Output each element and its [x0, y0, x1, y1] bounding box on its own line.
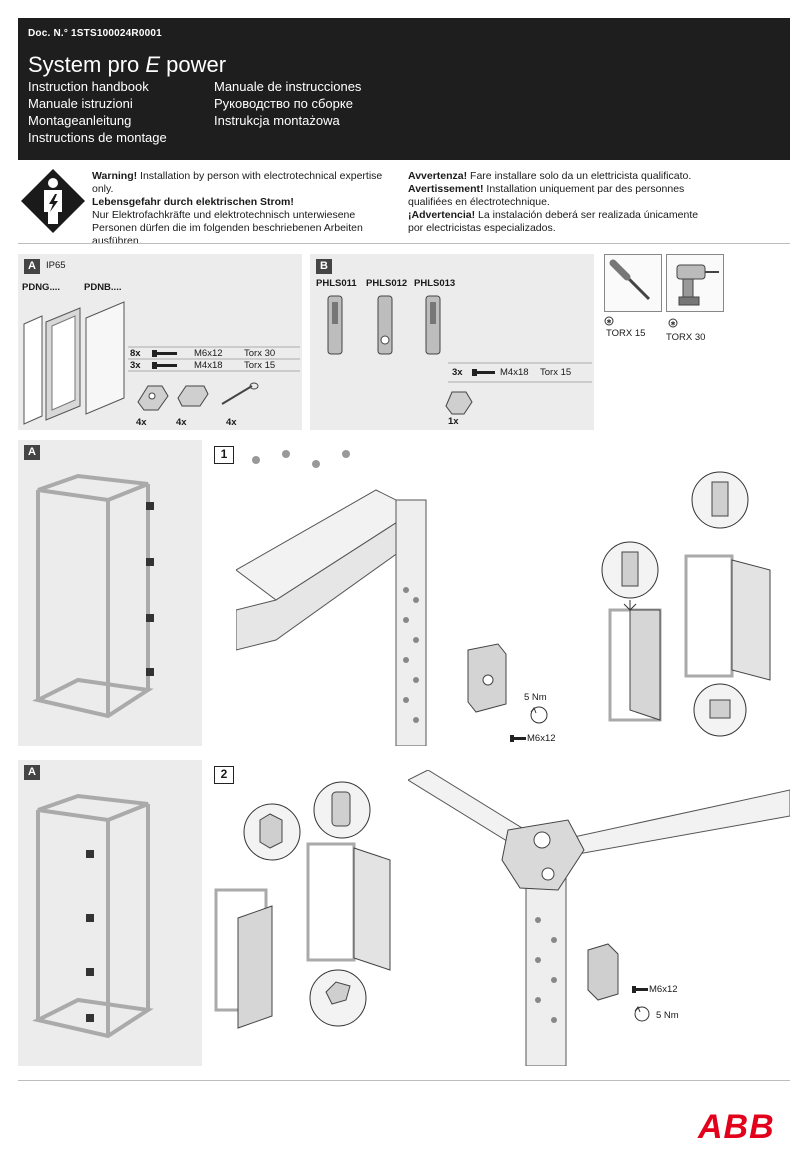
document-number: Doc. N.° 1STS100024R0001 — [28, 28, 162, 39]
hinge-parts-icon — [132, 374, 262, 414]
footer-divider — [18, 1080, 790, 1081]
tool-size-torx15: Torx 15 — [540, 367, 572, 378]
frame-corner-closeup — [408, 770, 790, 1066]
cordless-drill-icon — [676, 264, 719, 306]
kit-panel-b: B PHLS011 PHLS012 PHLS013 3x M4x18 Torx … — [310, 254, 594, 430]
screw-icon — [510, 735, 526, 742]
enclosure-frame-illustration — [28, 780, 188, 1050]
screw-size-label: M6x12 — [527, 733, 556, 744]
handle-label-3: PHLS013 — [414, 278, 456, 289]
part-qty: 4x — [226, 417, 237, 428]
warning-text-left: Warning! Installation by person with ele… — [92, 170, 383, 247]
step-number: 2 — [214, 766, 234, 784]
screw-icon — [152, 362, 178, 369]
svg-text:✱: ✱ — [606, 319, 611, 326]
torque-rotation-icon — [632, 1004, 652, 1024]
svg-text:✱: ✱ — [670, 321, 675, 328]
door-label-glass: PDNG.... — [22, 282, 61, 293]
latch-part-icon — [440, 386, 480, 416]
panel-a-tag: A — [24, 259, 40, 274]
abb-logo: ABB — [698, 1108, 775, 1146]
screw-size-m6: M6x12 — [194, 348, 223, 359]
drill-tool-box — [666, 254, 724, 312]
screw-qty-m4: 3x — [130, 360, 141, 371]
screw-icon — [472, 369, 496, 376]
step1-side-panel: A — [18, 440, 202, 746]
ip-rating: IP65 — [46, 260, 66, 271]
kit-panel-a: A IP65 PDNG.... PDNB.... 8x M6x12 Torx 3… — [18, 254, 302, 430]
part-qty: 1x — [448, 416, 459, 427]
part-qty: 4x — [176, 417, 187, 428]
screw-icon — [632, 986, 648, 993]
screw-size-m4: M4x18 — [194, 360, 223, 371]
language-list-right: Manuale de instrucciones Руководство по … — [214, 79, 362, 128]
hinge-bracket-illustration — [458, 640, 518, 720]
hinge-mount-sequence — [590, 460, 790, 750]
screwdriver-tool-box — [604, 254, 662, 312]
header-banner: Doc. N.° 1STS100024R0001 System pro E po… — [18, 18, 790, 160]
enclosure-frame-illustration — [28, 460, 188, 730]
screw-size-m4: M4x18 — [500, 367, 529, 378]
step-number: 1 — [214, 446, 234, 464]
door-label-blind: PDNB.... — [84, 282, 122, 293]
step2-side-panel: A — [18, 760, 202, 1066]
tool-size-torx30: Torx 30 — [244, 348, 276, 359]
screw-icon — [152, 350, 178, 357]
warning-text-right: Avvertenza! Fare installare solo da un e… — [408, 170, 699, 234]
screw-qty-m6: 8x — [130, 348, 141, 359]
frame-corner-closeup — [236, 440, 450, 746]
panel-b-tag: B — [316, 259, 332, 274]
torque-value: 5 Nm — [524, 692, 547, 703]
divider — [18, 243, 790, 244]
screw-qty-m4: 3x — [452, 367, 463, 378]
part-qty: 4x — [136, 417, 147, 428]
torx-icon: ✱ — [668, 318, 678, 328]
tool-size-torx15: Torx 15 — [244, 360, 276, 371]
latch-mount-sequence — [214, 770, 404, 1050]
electrician-warning-icon — [20, 168, 86, 234]
torx-icon: ✱ — [604, 316, 614, 326]
screw-size-label: M6x12 — [649, 984, 678, 995]
screw-table-a: 8x M6x12 Torx 30 3x M4x18 Torx 15 — [128, 346, 300, 372]
torque-rotation-icon — [528, 704, 550, 726]
tool-label-torx30: TORX 30 — [666, 332, 706, 343]
door-illustrations — [20, 294, 132, 426]
handle-illustrations — [324, 292, 454, 358]
torque-value: 5 Nm — [656, 1010, 679, 1021]
side-panel-tag: A — [24, 445, 40, 460]
language-list-left: Instruction handbook Manuale istruzioni … — [28, 79, 167, 145]
side-panel-tag: A — [24, 765, 40, 780]
screw-table-b: 3x M4x18 Torx 15 — [448, 362, 592, 386]
handle-label-2: PHLS012 — [366, 278, 408, 289]
handle-label-1: PHLS011 — [316, 278, 357, 289]
tool-label-torx15: TORX 15 — [606, 328, 646, 339]
screwdriver-icon — [609, 259, 651, 301]
page-title: System pro E power — [28, 52, 227, 77]
